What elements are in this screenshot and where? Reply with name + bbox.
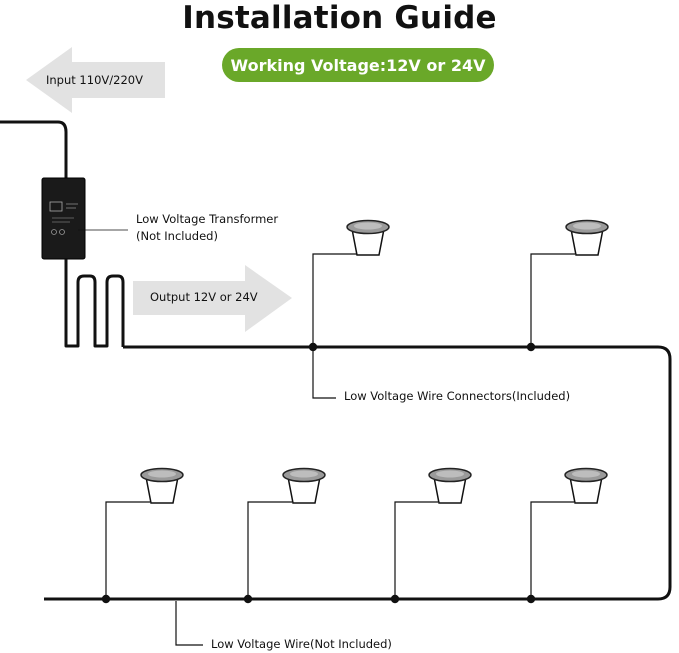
transformer-label: Low Voltage Transformer: [136, 212, 279, 226]
connectors-label: Low Voltage Wire Connectors(Included): [344, 389, 571, 403]
wire-leader: [175, 601, 203, 646]
input-label: Input 110V/220V: [46, 73, 143, 87]
wire-connector: [526, 594, 536, 604]
wire-connector: [526, 342, 536, 352]
coiled-output-lead: [64, 259, 125, 348]
connectors-leader: [312, 351, 336, 399]
low-voltage-wire: [44, 345, 672, 601]
branch-wires: [105, 253, 575, 599]
wire-connector: [308, 342, 318, 352]
output-arrow: [133, 265, 292, 332]
deck-light: [282, 467, 326, 504]
deck-light: [140, 467, 184, 504]
page-title: Installation Guide: [182, 0, 497, 36]
wire-connector: [390, 594, 400, 604]
deck-light: [564, 467, 608, 504]
deck-light: [346, 219, 390, 256]
transformer: [41, 177, 86, 260]
deck-light: [565, 219, 609, 256]
output-label: Output 12V or 24V: [150, 290, 258, 304]
input-arrow: [26, 47, 165, 113]
wire-connector: [101, 594, 111, 604]
mains-cable: [0, 120, 68, 178]
transformer-note: (Not Included): [136, 229, 218, 243]
working-voltage-badge: Working Voltage:12V or 24V: [222, 48, 494, 82]
deck-light: [428, 467, 472, 504]
wire-connector: [243, 594, 253, 604]
wire-label: Low Voltage Wire(Not Included): [211, 637, 392, 651]
